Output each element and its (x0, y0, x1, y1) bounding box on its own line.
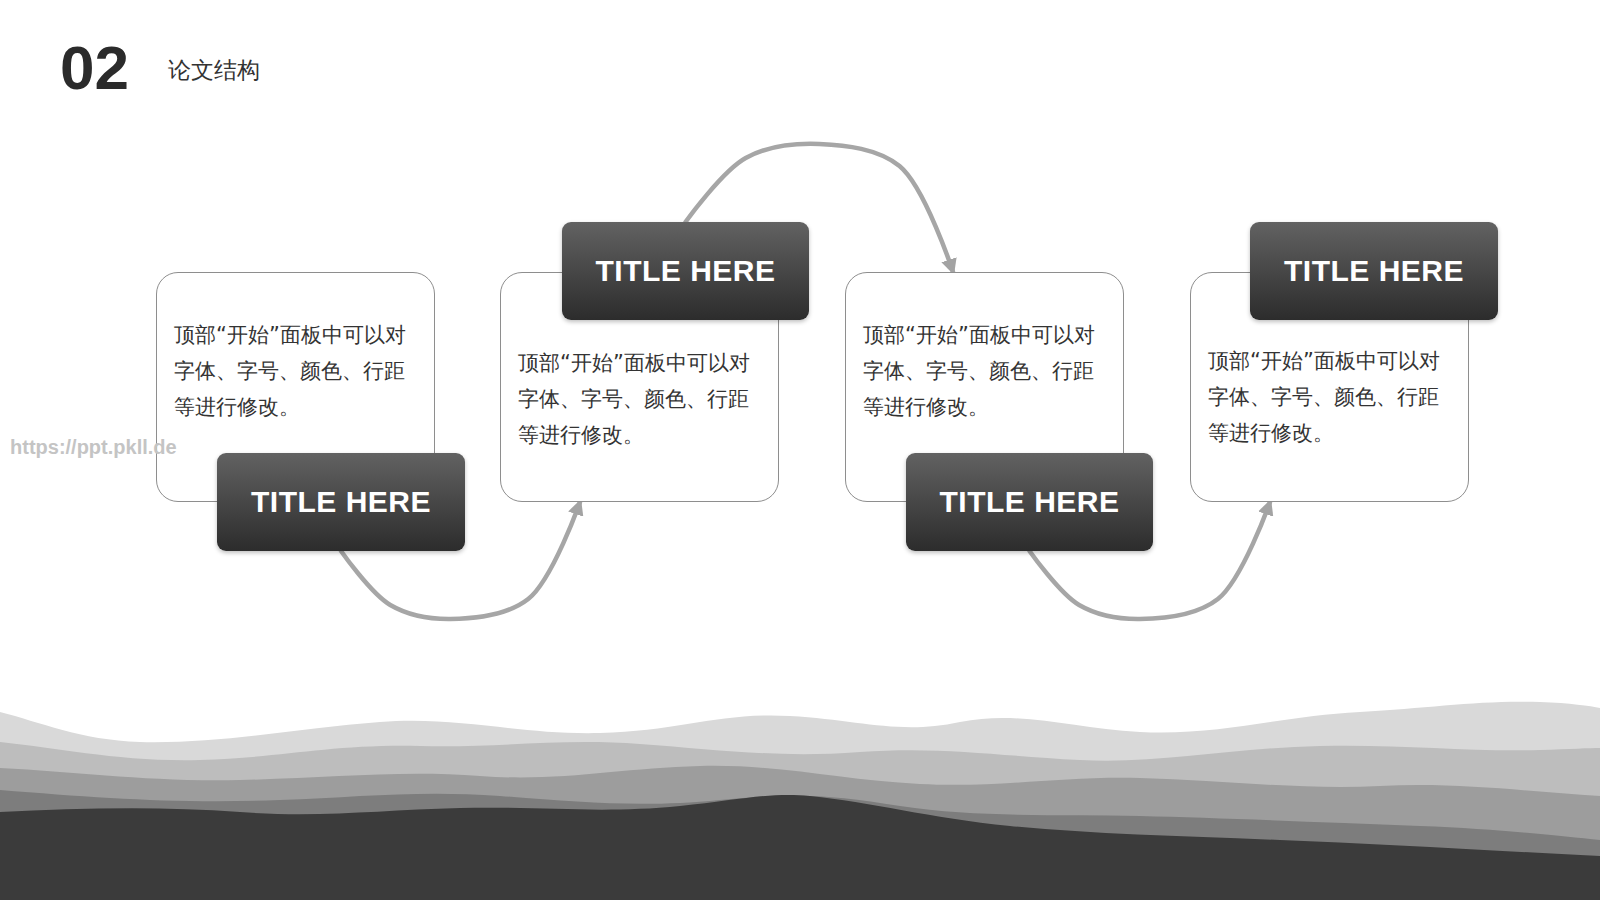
box-title: TITLE HERE (1284, 254, 1464, 288)
mountain-layer (0, 790, 1600, 900)
box-title: TITLE HERE (595, 254, 775, 288)
title-box: TITLE HERE (1250, 222, 1498, 320)
section-number: 02 (60, 34, 129, 102)
body-text: 顶部“开始”面板中可以对字体、字号、颜色、行距等进行修改。 (863, 317, 1109, 425)
mountain-layer (0, 742, 1600, 900)
title-box: TITLE HERE (906, 453, 1153, 551)
body-text: 顶部“开始”面板中可以对字体、字号、颜色、行距等进行修改。 (174, 317, 420, 425)
box-title: TITLE HERE (939, 485, 1119, 519)
mountain-layer (0, 766, 1600, 900)
title-box: TITLE HERE (217, 453, 465, 551)
mountain-layer (0, 702, 1600, 900)
body-text: 顶部“开始”面板中可以对字体、字号、颜色、行距等进行修改。 (1208, 343, 1454, 451)
section-title: 论文结构 (168, 55, 260, 86)
body-text: 顶部“开始”面板中可以对字体、字号、颜色、行距等进行修改。 (518, 345, 764, 453)
title-box: TITLE HERE (562, 222, 809, 320)
watermark: https://ppt.pkll.de (10, 436, 177, 458)
box-title: TITLE HERE (251, 485, 431, 519)
mountain-layer (0, 795, 1600, 900)
